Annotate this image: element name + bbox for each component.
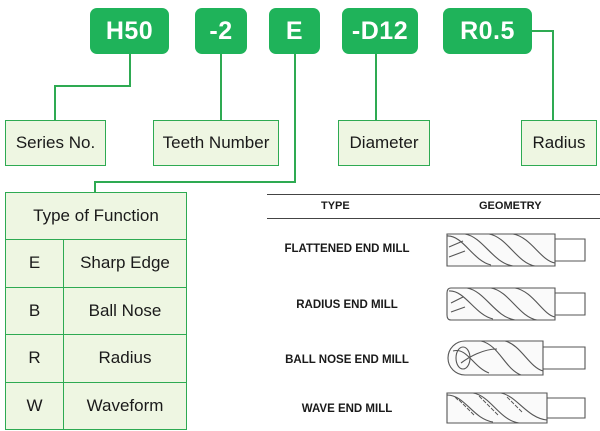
function-row: E Sharp Edge — [6, 240, 186, 288]
radius-end-mill-icon — [446, 287, 586, 321]
function-code: R — [6, 335, 64, 382]
ball-nose-end-mill-icon — [447, 340, 586, 376]
type-geometry-table: TYPE GEOMETRY FLATTENED END MILL RADIUS … — [267, 191, 600, 429]
function-row: R Radius — [6, 335, 186, 383]
connector-function — [94, 54, 296, 192]
type-label: RADIUS END MILL — [296, 299, 398, 311]
code-teeth-box: -2 — [195, 8, 247, 54]
type-label: WAVE END MILL — [301, 403, 393, 415]
type-label: FLATTENED END MILL — [284, 243, 410, 255]
label-diameter: Diameter — [338, 120, 430, 166]
function-code: W — [6, 382, 64, 429]
function-name: Radius — [98, 348, 152, 368]
label-series: Series No. — [5, 120, 106, 166]
function-name: Waveform — [86, 395, 164, 415]
table-top-rule — [267, 194, 600, 195]
connector-radius — [532, 30, 554, 120]
geometry-column-header: GEOMETRY — [479, 200, 542, 212]
function-name: Ball Nose — [88, 300, 162, 320]
type-column-header: TYPE — [321, 200, 350, 212]
label-radius: Radius — [521, 120, 597, 166]
code-diameter-box: -D12 — [342, 8, 418, 54]
type-label: BALL NOSE END MILL — [285, 354, 409, 366]
function-row: W Waveform — [6, 382, 186, 429]
function-name: Sharp Edge — [80, 253, 170, 273]
function-code: B — [6, 287, 64, 334]
label-teeth: Teeth Number — [153, 120, 279, 166]
flattened-end-mill-icon — [446, 233, 586, 267]
table-header-rule — [267, 218, 600, 219]
function-row: B Ball Nose — [6, 287, 186, 335]
code-series-box: H50 — [90, 8, 169, 54]
wave-end-mill-icon — [446, 392, 586, 424]
function-table: Type of Function E Sharp Edge B Ball Nos… — [5, 192, 187, 430]
connector-series — [54, 54, 131, 120]
code-radius-box: R0.5 — [443, 8, 532, 54]
code-function-box: E — [269, 8, 320, 54]
function-table-header: Type of Function — [6, 193, 186, 240]
function-code: E — [6, 240, 64, 287]
